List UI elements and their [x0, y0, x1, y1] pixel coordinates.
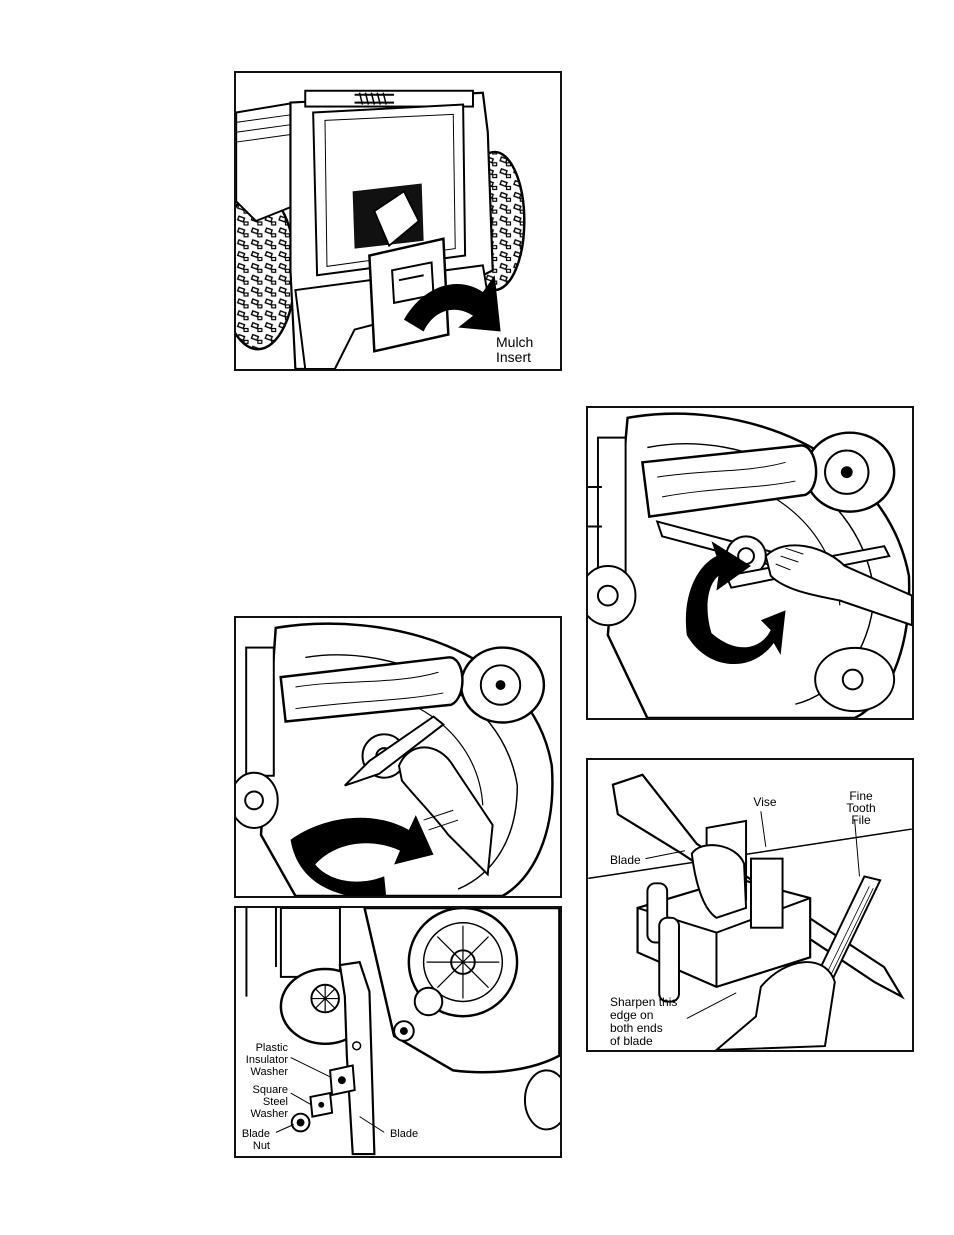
- mulch-insert-illustration: [236, 73, 560, 369]
- figure-mulch-insert: Mulch Insert: [234, 71, 562, 371]
- figure-turn-wrench: [234, 616, 562, 898]
- blade-label: Blade: [610, 854, 641, 866]
- figure-blade-assembly: Plastic Insulator Washer Square Steel Wa…: [234, 906, 562, 1158]
- fine-tooth-file-label: Fine Tooth File: [834, 790, 888, 826]
- figure-sharpen-blade: Vise Fine Tooth File Blade Sharpen this …: [586, 758, 914, 1052]
- square-steel-washer-label: Square Steel Washer: [236, 1084, 288, 1120]
- sharpen-instruction-label: Sharpen this edge on both ends of blade: [610, 996, 677, 1048]
- loosen-blade-illustration: [588, 408, 912, 718]
- mulch-insert-label: Mulch Insert: [496, 335, 533, 365]
- blade-nut-label: Blade Nut: [236, 1128, 270, 1152]
- turn-wrench-illustration: [236, 618, 560, 896]
- plastic-insulator-washer-label: Plastic Insulator Washer: [236, 1042, 288, 1078]
- vise-label: Vise: [750, 796, 780, 808]
- figure-loosen-blade-wood-block: [586, 406, 914, 720]
- blade-label: Blade: [390, 1128, 418, 1140]
